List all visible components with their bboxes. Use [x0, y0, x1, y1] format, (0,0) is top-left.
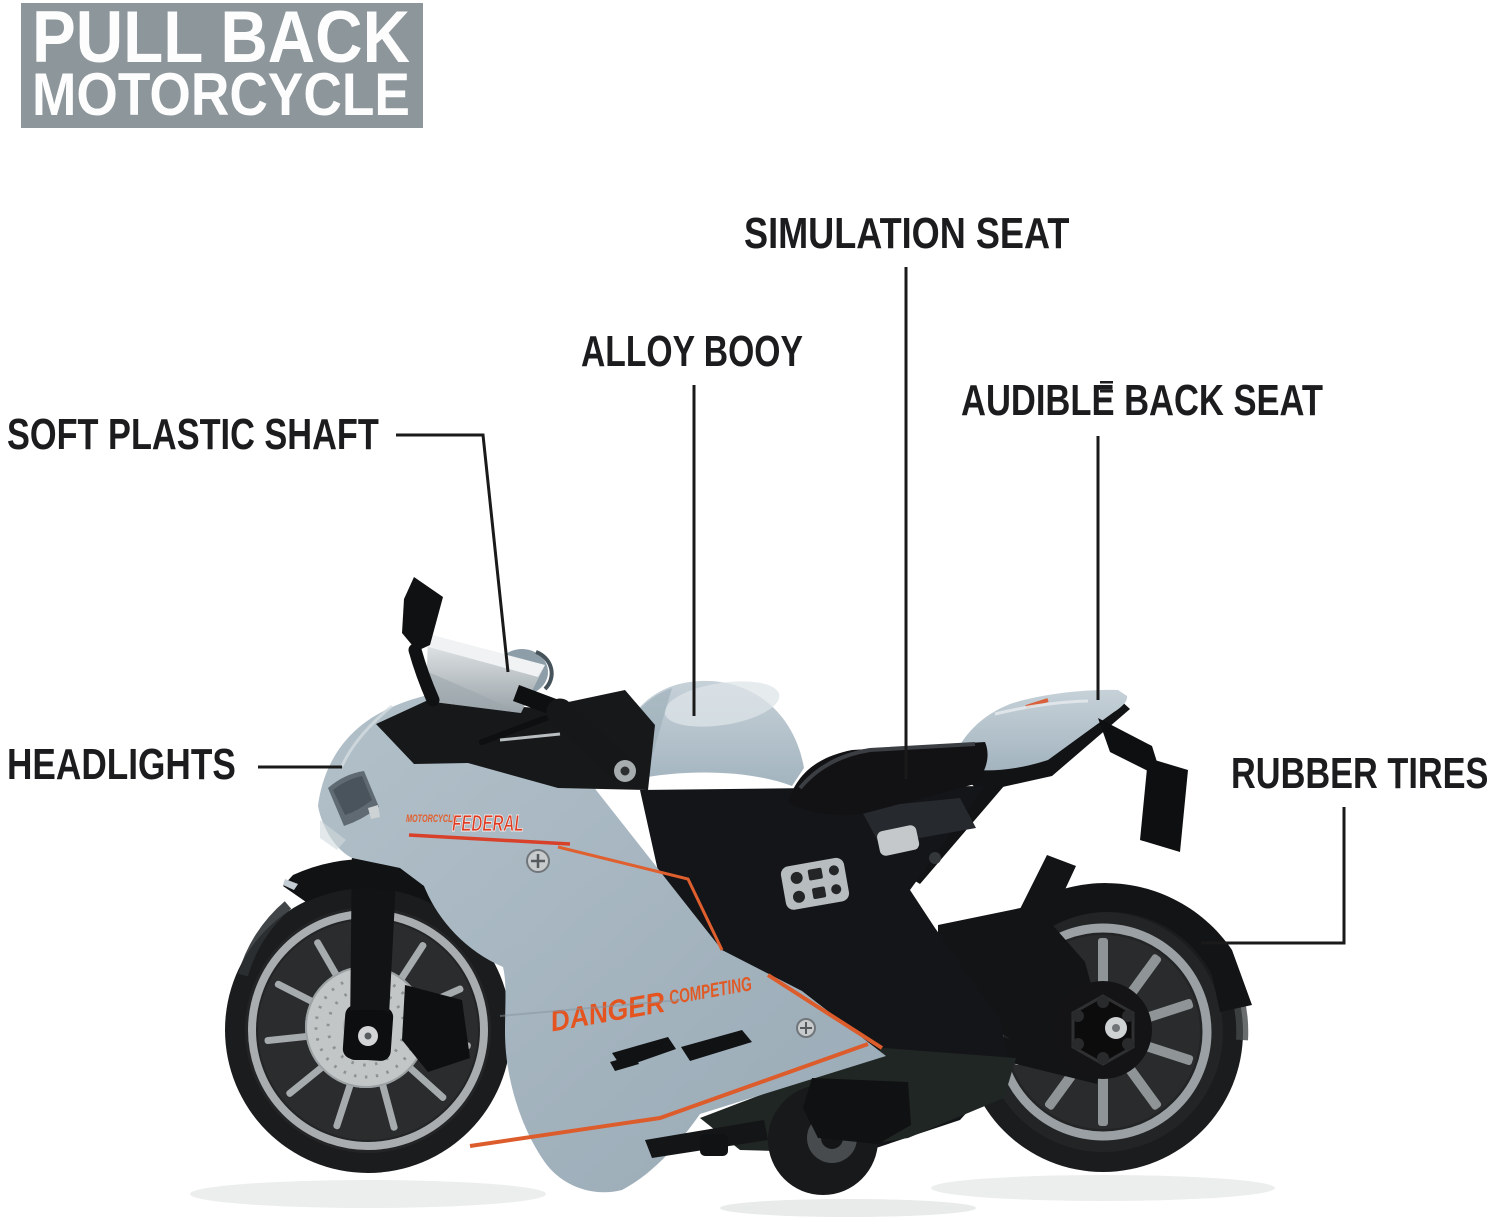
svg-text:MOTORCYCLE: MOTORCYCLE: [406, 813, 458, 825]
svg-text:FEDERAL: FEDERAL: [452, 811, 524, 837]
